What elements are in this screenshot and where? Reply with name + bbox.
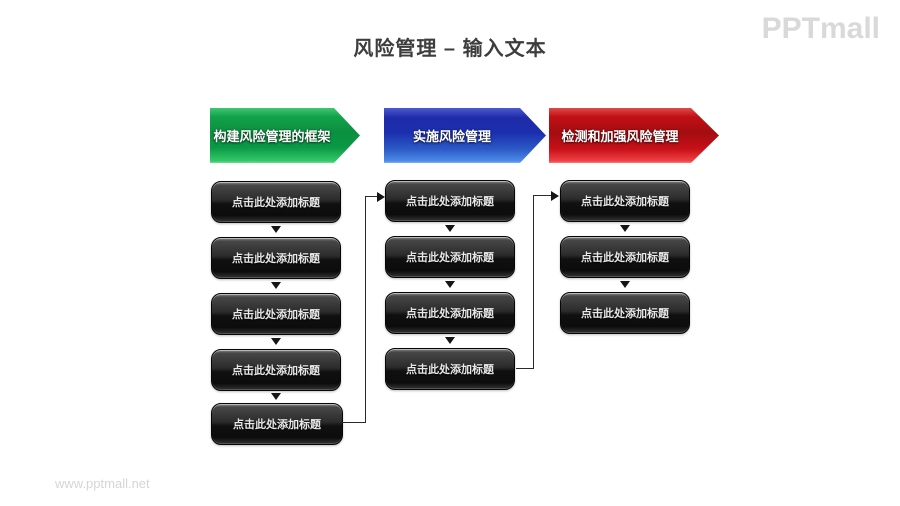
- title-placeholder-box[interactable]: 点击此处添加标题: [211, 349, 341, 391]
- stage-arrow-monitor-strengthen: 检测和加强风险管理: [549, 108, 719, 163]
- watermark-url: www.pptmall.net: [55, 476, 150, 491]
- title-placeholder-box[interactable]: 点击此处添加标题: [560, 180, 690, 222]
- down-arrow-icon: [271, 338, 281, 345]
- connector-line-v: [365, 196, 366, 423]
- down-arrow-icon: [620, 225, 630, 232]
- stage-arrow-label: 实施风险管理: [412, 129, 491, 144]
- title-placeholder-box[interactable]: 点击此处添加标题: [385, 236, 515, 278]
- title-placeholder-box[interactable]: 点击此处添加标题: [560, 236, 690, 278]
- down-arrow-icon: [271, 282, 281, 289]
- down-arrow-icon: [271, 393, 281, 400]
- title-placeholder-box[interactable]: 点击此处添加标题: [385, 292, 515, 334]
- connector-arrowhead-icon: [377, 192, 385, 202]
- connector-line-h: [533, 195, 551, 196]
- stage-arrow-implement: 实施风险管理: [384, 108, 546, 163]
- down-arrow-icon: [445, 225, 455, 232]
- connector-arrowhead-icon: [551, 191, 559, 201]
- pptmall-logo: PPTmall: [761, 12, 880, 45]
- title-placeholder-box[interactable]: 点击此处添加标题: [385, 180, 515, 222]
- title-placeholder-box[interactable]: 点击此处添加标题: [560, 292, 690, 334]
- stage-arrow-label: 检测和加强风险管理: [561, 129, 679, 144]
- down-arrow-icon: [445, 337, 455, 344]
- down-arrow-icon: [620, 281, 630, 288]
- down-arrow-icon: [445, 281, 455, 288]
- connector-line-v: [533, 195, 534, 369]
- stage-arrow-label: 构建风险管理的框架: [213, 129, 331, 144]
- connector-line-h: [365, 196, 378, 197]
- stage-arrow-build-framework: 构建风险管理的框架: [210, 108, 360, 163]
- title-placeholder-box[interactable]: 点击此处添加标题: [211, 293, 341, 335]
- connector-line-h: [516, 368, 533, 369]
- title-placeholder-box[interactable]: 点击此处添加标题: [211, 403, 343, 445]
- connector-line-h: [342, 422, 365, 423]
- page-title: 风险管理 – 输入文本: [353, 38, 547, 60]
- title-placeholder-box[interactable]: 点击此处添加标题: [211, 181, 341, 223]
- title-placeholder-box[interactable]: 点击此处添加标题: [211, 237, 341, 279]
- down-arrow-icon: [271, 226, 281, 233]
- title-placeholder-box[interactable]: 点击此处添加标题: [385, 348, 515, 390]
